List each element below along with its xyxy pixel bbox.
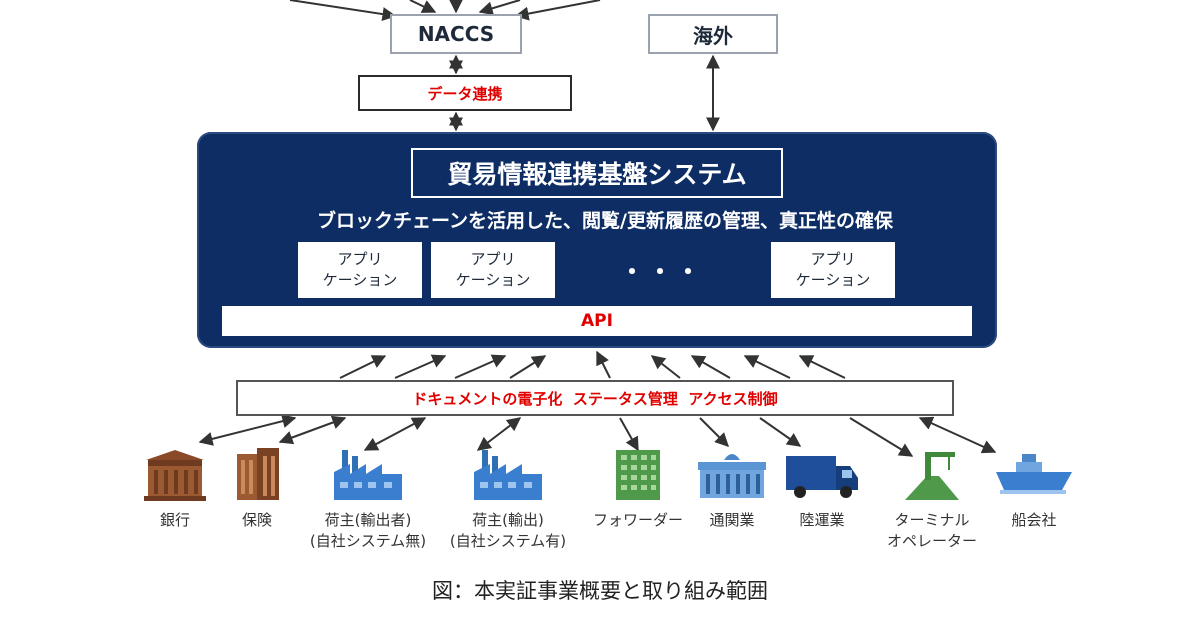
truck-icon [786, 456, 858, 498]
stakeholder-forwarder: フォワーダー [568, 446, 708, 531]
stakeholder-insurance: 保険 [187, 446, 327, 531]
arrow-to-naccs-2 [409, 0, 437, 13]
stakeholder-label: 保険 [241, 511, 272, 529]
arrow-down-insurance [278, 415, 347, 445]
arrow-to-naccs-5 [514, 0, 601, 21]
arrow-down-land [759, 417, 802, 447]
ship-icon [996, 454, 1072, 494]
app-line1: アプリ [810, 250, 856, 268]
application-box-3: アプリ ケーション [771, 242, 895, 298]
factory-icon [474, 450, 542, 500]
naccs-box: NACCS [390, 14, 522, 54]
arrow-to-naccs-4 [478, 0, 521, 16]
factory-icon [334, 450, 402, 500]
ellipsis: ・・・ [620, 258, 704, 286]
stakeholder-label: 船会社 [1011, 511, 1057, 529]
stakeholder-shipper-with-system: 荷主(輸出) (自社システム有) [438, 446, 578, 552]
arrow-down-bank [198, 414, 297, 446]
features-label: ドキュメントの電子化 ステータス管理 アクセス制御 [412, 389, 778, 408]
figure-caption: 図：本実証事業概要と取り組み範囲 [432, 579, 768, 603]
overseas-box: 海外 [648, 14, 778, 54]
stakeholder-customs-broker: 通関業 [662, 446, 802, 531]
data-link-box: データ連携 [358, 75, 572, 111]
stakeholder-label: ターミナル オペレーター [886, 511, 977, 550]
arrow-up-5 [596, 350, 611, 379]
stakeholder-label: 荷主(輸出者) (自社システム無) [309, 511, 427, 550]
arrow-up-9 [798, 355, 846, 379]
bank-building-icon [144, 450, 206, 501]
app-line2: ケーション [795, 271, 871, 289]
stakeholder-label: 通関業 [709, 511, 755, 529]
features-bar: ドキュメントの電子化 ステータス管理 アクセス制御 [236, 380, 954, 416]
arrow-up-8 [743, 355, 791, 379]
app-line2: ケーション [455, 271, 531, 289]
api-bar: API [222, 306, 972, 336]
platform-title: 貿易情報連携基盤システム [411, 148, 783, 198]
stakeholder-label: フォワーダー [592, 511, 683, 529]
arrow-down-customs [699, 417, 729, 447]
arrow-up-6 [650, 355, 681, 379]
stakeholder-label: 陸運業 [799, 511, 845, 529]
stakeholder-shipper-no-system: 荷主(輸出者) (自社システム無) [298, 446, 438, 552]
arrow-up-2 [394, 354, 447, 379]
stakeholder-shipping-company: 船会社 [964, 446, 1104, 531]
arrow-to-naccs-1 [289, 0, 397, 22]
app-line2: ケーション [322, 271, 398, 289]
crane-icon [905, 452, 959, 500]
platform-subtitle: ブロックチェーンを活用した、閲覧/更新履歴の管理、真正性の確保 [317, 210, 893, 232]
stakeholder-label: 荷主(輸出) (自社システム有) [449, 511, 567, 550]
customs-building-icon [698, 454, 766, 498]
stakeholder-bank: 銀行 [105, 446, 245, 531]
arrow-up-4 [509, 355, 547, 379]
stakeholder-land-transport: 陸運業 [752, 446, 892, 531]
overseas-label: 海外 [693, 23, 733, 48]
application-box-2: アプリ ケーション [431, 242, 555, 298]
data-link-label: データ連携 [427, 84, 503, 103]
stakeholder-label: 銀行 [159, 511, 190, 529]
office-building-icon [616, 450, 660, 500]
arrow-up-7 [690, 355, 731, 379]
app-line1: アプリ [470, 250, 516, 268]
arrow-up-1 [339, 355, 387, 379]
stakeholder-terminal-operator: ターミナル オペレーター [862, 446, 1002, 552]
arrow-up-3 [454, 354, 507, 379]
app-line1: アプリ [337, 250, 383, 268]
naccs-label: NACCS [417, 22, 495, 46]
insurance-building-icon [237, 448, 279, 500]
application-box-1: アプリ ケーション [298, 242, 422, 298]
